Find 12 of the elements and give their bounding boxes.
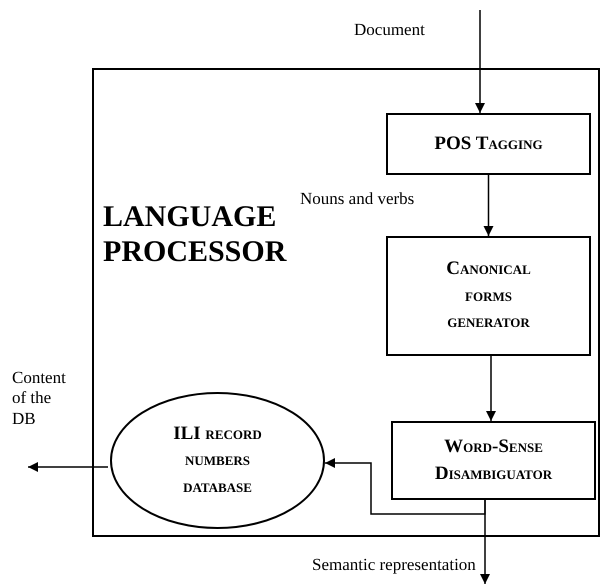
processor-frame xyxy=(92,68,600,537)
database-ellipse: ILI record numbers database xyxy=(110,392,325,529)
process-box: Word-Sense Disambiguator xyxy=(391,421,596,500)
arrow xyxy=(28,462,108,472)
arrow xyxy=(475,10,485,113)
arrow xyxy=(484,175,494,236)
process-box: Canonical forms generator xyxy=(386,236,591,356)
arrow xyxy=(486,356,496,421)
process-box: POS Tagging xyxy=(386,113,591,175)
arrow xyxy=(480,500,490,584)
frame-title: LANGUAGE PROCESSOR xyxy=(103,200,288,269)
arrow xyxy=(325,458,486,515)
